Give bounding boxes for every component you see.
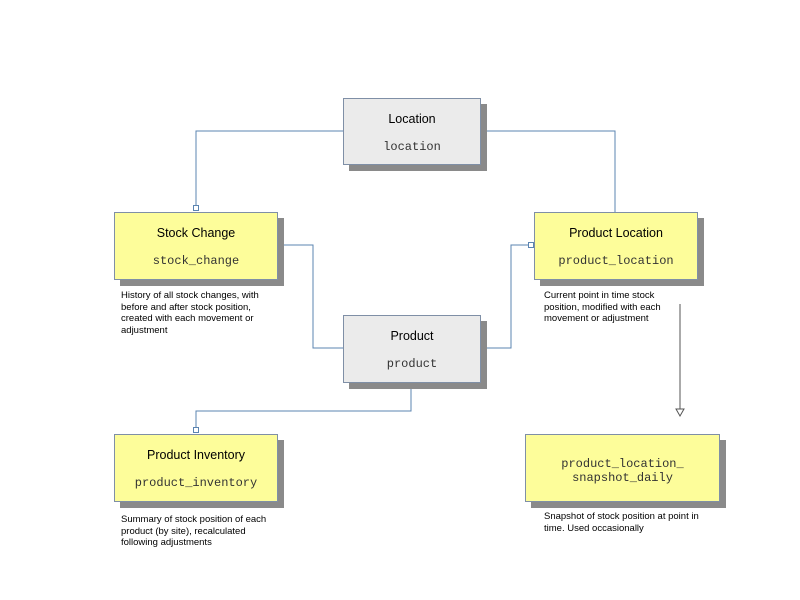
entity-stock-change[interactable]: Stock Change stock_change bbox=[114, 212, 278, 280]
entity-title: Stock Change bbox=[156, 226, 236, 240]
snapshot-arrow-head bbox=[675, 408, 685, 418]
entity-title: Location bbox=[388, 112, 436, 126]
connector-product-product-inventory bbox=[195, 383, 412, 429]
entity-title: Product Location bbox=[569, 226, 663, 240]
connector-end-marker bbox=[528, 242, 534, 248]
entity-product-location[interactable]: Product Location product_location bbox=[534, 212, 698, 280]
entity-title: Product Inventory bbox=[147, 448, 245, 462]
note-product-location-snapshot-daily: Snapshot of stock position at point in t… bbox=[544, 511, 699, 534]
connector-product-product-location bbox=[481, 244, 529, 349]
connector-location-product-location bbox=[480, 130, 616, 212]
entity-product-inventory[interactable]: Product Inventory product_inventory bbox=[114, 434, 278, 502]
connector-end-marker bbox=[193, 427, 199, 433]
entity-table-name: stock_change bbox=[152, 254, 240, 268]
entity-product-location-snapshot-daily[interactable]: product_location_ snapshot_daily bbox=[525, 434, 720, 502]
entity-table-name: location bbox=[383, 140, 441, 154]
connector-stock-change-product bbox=[279, 244, 343, 349]
connector-end-marker bbox=[193, 205, 199, 211]
entity-product[interactable]: Product product bbox=[343, 315, 481, 383]
entity-title: Product bbox=[390, 329, 434, 343]
note-product-location: Current point in time stock position, mo… bbox=[544, 290, 661, 324]
note-product-inventory: Summary of stock position of each produc… bbox=[121, 514, 267, 548]
entity-table-name: product_inventory bbox=[134, 476, 258, 490]
entity-table-name: product bbox=[386, 357, 438, 371]
connector-location-stock-change bbox=[195, 130, 343, 209]
entity-table-name: product_location_ snapshot_daily bbox=[561, 457, 684, 485]
entity-table-name: product_location bbox=[558, 254, 674, 268]
note-stock-change: History of all stock changes, with befor… bbox=[121, 290, 259, 336]
entity-location[interactable]: Location location bbox=[343, 98, 481, 165]
